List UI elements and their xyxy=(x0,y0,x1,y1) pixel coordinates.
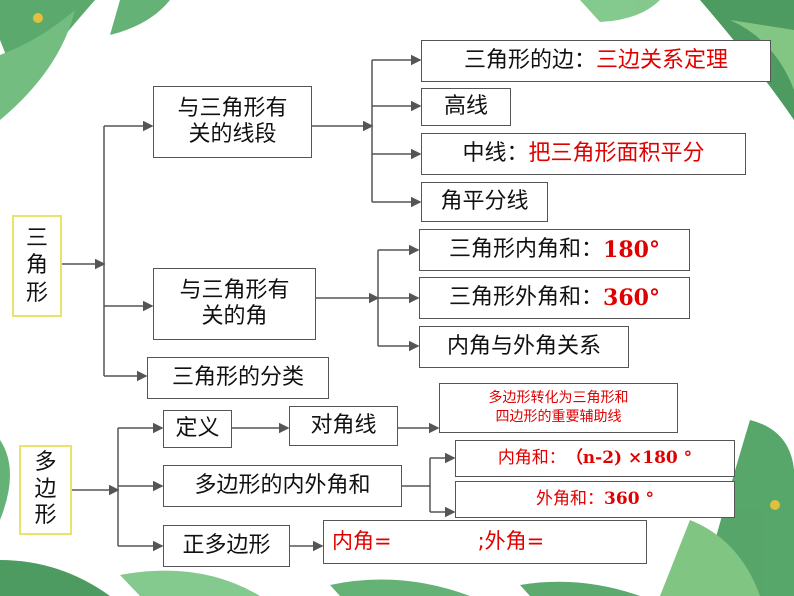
polygon-title-char: 形 xyxy=(34,503,57,529)
segments-label-line: 与三角形有 xyxy=(177,95,288,121)
angles-label-line: 关的角 xyxy=(201,304,268,329)
polygon-title-char: 边 xyxy=(34,476,57,502)
side-value: 三边关系定理 xyxy=(596,47,729,73)
relation-label: 内角与外角关系 xyxy=(446,333,601,359)
triangle-title-char: 形 xyxy=(25,280,48,306)
regular-interior-label: 内角= xyxy=(332,529,392,554)
triangle-title-char: 三 xyxy=(25,225,48,251)
median-value: 把三角形面积平分 xyxy=(528,140,705,166)
altitude-node: 高线 xyxy=(421,88,511,126)
segments-node: 与三角形有 关的线段 xyxy=(153,86,312,158)
bisector-node: 角平分线 xyxy=(421,182,548,222)
segments-label-line: 关的线段 xyxy=(188,122,277,147)
angles-node: 与三角形有 关的角 xyxy=(153,268,316,340)
diagonal-note-line: 四边形的重要辅助线 xyxy=(495,409,622,425)
diagonal-note-line: 多边形转化为三角形和 xyxy=(488,390,629,407)
exterior-formula-node: 外角和： 360 ° xyxy=(455,481,735,518)
relation-node: 内角与外角关系 xyxy=(419,326,629,368)
exterior-sum-node: 三角形外角和： 360° xyxy=(419,277,690,319)
classification-node: 三角形的分类 xyxy=(147,357,329,399)
regular-angles-node: 内角= ;外角= xyxy=(323,520,647,564)
regular-label: 正多边形 xyxy=(182,532,271,558)
exterior-sum-value: 360° xyxy=(603,284,660,311)
interior-formula-value: （n-2) ×180 ° xyxy=(565,448,693,469)
regular-node: 正多边形 xyxy=(163,525,290,567)
interior-sum-node: 三角形内角和： 180° xyxy=(419,229,690,271)
exterior-formula-value: 360 ° xyxy=(604,489,654,510)
median-label: 中线： xyxy=(462,140,529,166)
polygon-title: 多 边 形 xyxy=(19,445,72,535)
interior-formula-label: 内角和： xyxy=(497,448,566,469)
classification-label: 三角形的分类 xyxy=(171,364,304,390)
triangle-title: 三 角 形 xyxy=(12,215,62,317)
altitude-label: 高线 xyxy=(443,93,488,119)
angle-sums-node: 多边形的内外角和 xyxy=(163,465,402,507)
definition-node: 定义 xyxy=(163,410,232,448)
angle-sums-label: 多边形的内外角和 xyxy=(194,472,371,498)
exterior-formula-label: 外角和： xyxy=(536,489,605,510)
interior-formula-node: 内角和： （n-2) ×180 ° xyxy=(455,440,735,477)
interior-sum-value: 180° xyxy=(603,236,660,263)
side-node: 三角形的边： 三边关系定理 xyxy=(421,40,771,82)
bisector-label: 角平分线 xyxy=(440,188,529,214)
diagonal-note-node: 多边形转化为三角形和 四边形的重要辅助线 xyxy=(439,383,678,433)
definition-label: 定义 xyxy=(175,415,220,441)
diagonal-label: 对角线 xyxy=(310,412,377,438)
interior-sum-label: 三角形内角和： xyxy=(449,236,604,262)
angles-label-line: 与三角形有 xyxy=(179,277,290,303)
median-node: 中线： 把三角形面积平分 xyxy=(421,133,746,175)
side-label: 三角形的边： xyxy=(463,47,596,73)
triangle-title-char: 角 xyxy=(25,253,48,279)
diagonal-node: 对角线 xyxy=(289,406,398,446)
polygon-title-char: 多 xyxy=(34,450,57,476)
regular-exterior-label: ;外角= xyxy=(477,529,545,554)
exterior-sum-label: 三角形外角和： xyxy=(449,284,604,310)
